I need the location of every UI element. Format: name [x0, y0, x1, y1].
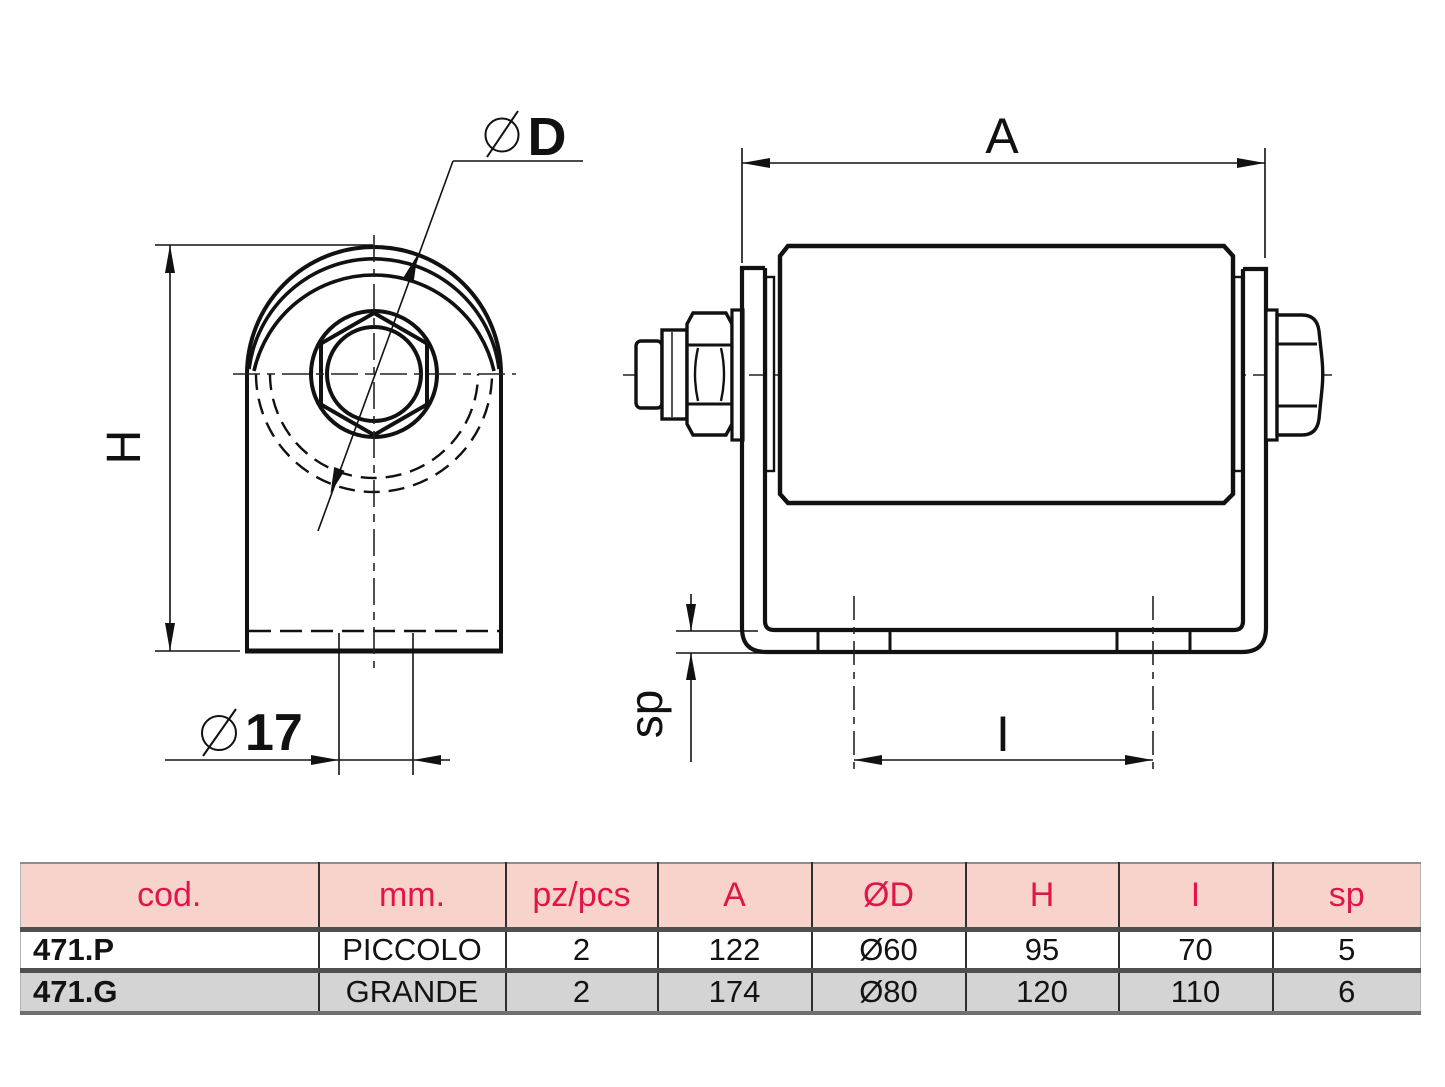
diameter-symbol — [201, 708, 237, 757]
roller-body — [777, 243, 1236, 506]
bracket-inner — [762, 268, 1246, 633]
roller-bracket-drawing: H D 17 — [98, 107, 1332, 775]
cell-pzpcs: 2 — [504, 970, 659, 1015]
cell-h: 120 — [964, 970, 1120, 1015]
dimension-diameter-D: D — [317, 107, 583, 532]
dimension-diameter-17: 17 — [165, 633, 450, 775]
dimension-H: H — [98, 244, 373, 652]
cell-a: 122 — [656, 929, 813, 973]
header-cell-pzpcs: pz/pcs — [504, 863, 659, 932]
cell-sp: 6 — [1271, 970, 1421, 1015]
cell-diam: Ø60 — [810, 929, 967, 973]
table-header-row: cod. mm. pz/pcs A ØD H I sp — [20, 863, 1421, 932]
header-cell-diam-d: ØD — [810, 863, 967, 932]
header-cell-i: I — [1117, 863, 1274, 932]
cell-cod: 471.G — [20, 970, 320, 1015]
dimension-sp: sp — [620, 594, 762, 762]
cell-h: 95 — [964, 929, 1120, 973]
table-row: 471.G GRANDE 2 174 Ø80 120 110 6 — [20, 970, 1421, 1015]
label-sp: sp — [620, 690, 672, 739]
front-view — [233, 235, 516, 668]
bolt-tip — [634, 339, 664, 410]
cell-a: 174 — [656, 970, 813, 1015]
hex-nut-left — [685, 311, 734, 437]
label-H: H — [98, 430, 151, 465]
cell-size: GRANDE — [317, 970, 507, 1015]
label-17: 17 — [245, 704, 303, 762]
header-cell-mm: mm. — [317, 863, 507, 932]
label-I: I — [996, 706, 1010, 762]
hex-nut-right — [1275, 313, 1325, 437]
diameter-symbol — [484, 110, 520, 158]
header-cell-cod: cod. — [20, 863, 320, 932]
header-cell-a: A — [656, 863, 813, 932]
side-view — [623, 243, 1332, 775]
cell-i: 70 — [1117, 929, 1274, 973]
cell-cod: 471.P — [20, 929, 320, 973]
header-cell-h: H — [964, 863, 1120, 932]
cell-i: 110 — [1117, 970, 1274, 1015]
table-row: 471.P PICCOLO 2 122 Ø60 95 70 5 — [20, 929, 1421, 973]
dimension-A: A — [741, 108, 1266, 263]
cell-diam: Ø80 — [810, 970, 967, 1015]
header-cell-sp: sp — [1271, 863, 1421, 932]
cell-pzpcs: 2 — [504, 929, 659, 973]
spec-table: cod. mm. pz/pcs A ØD H I sp 471.P PICCOL… — [20, 862, 1421, 1015]
label-D: D — [528, 107, 567, 167]
label-A: A — [985, 108, 1019, 164]
cell-sp: 5 — [1271, 929, 1421, 973]
bracket-outer — [739, 265, 1269, 655]
dimension-I: I — [854, 706, 1153, 765]
cell-size: PICCOLO — [317, 929, 507, 973]
spec-table-container: cod. mm. pz/pcs A ØD H I sp 471.P PICCOL… — [20, 862, 1421, 1015]
